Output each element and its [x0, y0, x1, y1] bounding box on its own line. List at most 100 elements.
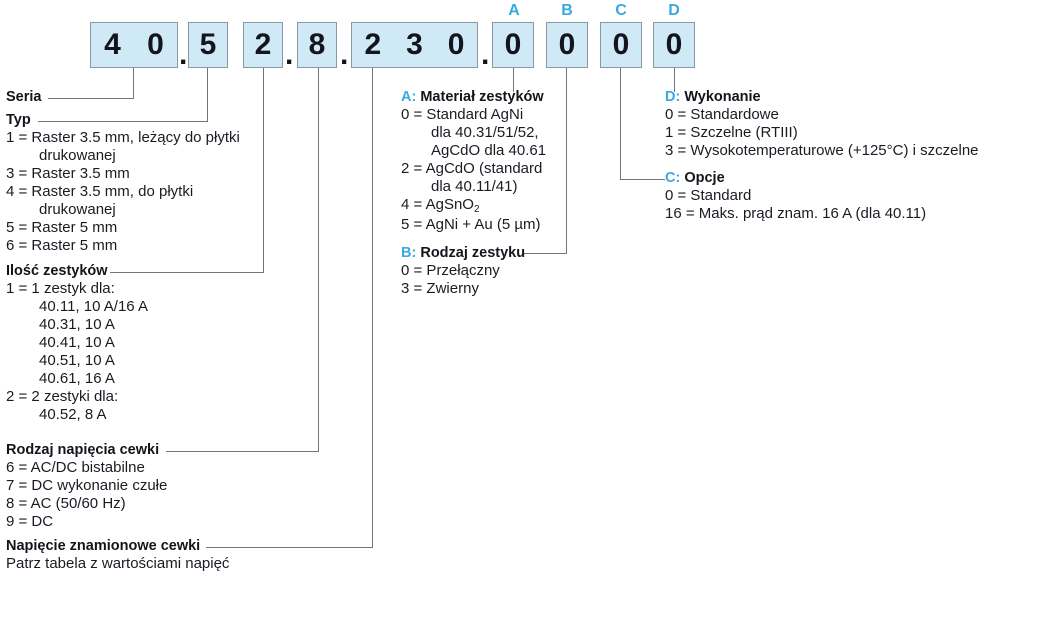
- leader-line-coil-rated-voltage: [372, 68, 373, 547]
- code-separator-dot: .: [179, 38, 188, 71]
- section-a-row: dla 40.31/51/52,: [431, 124, 539, 141]
- section-d-heading-text: Wykonanie: [684, 89, 761, 105]
- marker-label-b: B: [561, 2, 573, 19]
- section-a-row: dla 40.11/41): [431, 178, 518, 195]
- leader-line-contact-count: [263, 68, 264, 272]
- subscript-2: 2: [473, 204, 480, 215]
- code-digit: 0: [147, 28, 164, 61]
- code-box-type[interactable]: 5: [188, 22, 228, 68]
- marker-label-d: D: [668, 2, 680, 19]
- leader-line-type: [38, 121, 208, 122]
- section-contact-count-row: 40.52, 8 A: [39, 406, 107, 423]
- section-type-row: 5 = Raster 5 mm: [6, 219, 118, 236]
- section-contact-count-heading: Ilość zestyków: [6, 263, 108, 279]
- section-coil-rated-voltage: Napięcie znamionowe cewki Patrz tabela z…: [6, 538, 229, 573]
- section-a-row: AgCdO dla 40.61: [431, 142, 547, 159]
- section-contact-count-row: 40.41, 10 A: [39, 334, 115, 351]
- code-box-c[interactable]: 0: [600, 22, 642, 68]
- section-contact-count-row: 40.11, 10 A/16 A: [39, 298, 148, 315]
- section-coil-rated-voltage-heading: Napięcie znamionowe cewki: [6, 538, 201, 554]
- section-b-heading: B: Rodzaj zestyku: [401, 245, 525, 262]
- code-digit: 0: [558, 28, 576, 61]
- section-coil-voltage-kind-row: 9 = DC: [6, 513, 54, 530]
- section-b: B: Rodzaj zestyku 0 = Przełączny 3 = Zwi…: [401, 245, 525, 298]
- section-coil-voltage-kind-row: 8 = AC (50/60 Hz): [6, 495, 126, 512]
- section-a: A: Materiał zestyków 0 = Standard AgNi d…: [401, 89, 546, 234]
- section-series-heading: Seria: [6, 89, 42, 105]
- code-separator-dot: .: [340, 38, 349, 71]
- section-coil-rated-voltage-row: Patrz tabela z wartościami napięć: [6, 555, 230, 572]
- section-a-heading-text: Materiał zestyków: [420, 89, 544, 105]
- section-contact-count-row: 2 = 2 zestyki dla:: [6, 388, 119, 405]
- section-c: C: Opcje 0 = Standard 16 = Maks. prąd zn…: [665, 170, 926, 223]
- section-b-key: B:: [401, 245, 417, 261]
- code-box-d[interactable]: 0: [653, 22, 695, 68]
- leader-line-c: [620, 179, 665, 180]
- section-d-row: 3 = Wysokotemperaturowe (+125°C) i szcze…: [665, 142, 979, 159]
- code-box-coil-rated-voltage[interactable]: 2 3 0: [351, 22, 478, 68]
- code-digit: 0: [612, 28, 630, 61]
- section-d-row: 0 = Standardowe: [665, 106, 779, 123]
- section-type-row: drukowanej: [39, 147, 116, 164]
- code-digit: 2: [364, 28, 382, 61]
- code-digit: 8: [308, 28, 326, 61]
- marker-label-a: A: [508, 2, 520, 19]
- leader-line-c: [620, 68, 621, 179]
- code-digit: 5: [199, 28, 217, 61]
- leader-line-coil-voltage-kind: [318, 68, 319, 451]
- section-coil-voltage-kind-row: 7 = DC wykonanie czułe: [6, 477, 168, 494]
- section-b-row: 0 = Przełączny: [401, 262, 500, 279]
- code-box-a[interactable]: 0: [492, 22, 534, 68]
- code-digit: 0: [665, 28, 683, 61]
- code-separator-dot: .: [481, 38, 490, 71]
- section-d: D: Wykonanie 0 = Standardowe 1 = Szczeln…: [665, 89, 979, 160]
- section-contact-count: Ilość zestyków 1 = 1 zestyk dla: 40.11, …: [6, 263, 148, 424]
- section-series: Seria: [6, 89, 41, 106]
- code-digit: 0: [504, 28, 522, 61]
- section-type-heading: Typ: [6, 112, 31, 128]
- code-box-contact-count[interactable]: 2: [243, 22, 283, 68]
- code-digit: 0: [447, 28, 465, 61]
- leader-line-coil-voltage-kind: [166, 451, 319, 452]
- leader-line-type: [207, 68, 208, 121]
- section-type-row: 6 = Raster 5 mm: [6, 237, 118, 254]
- section-contact-count-row: 40.61, 16 A: [39, 370, 115, 387]
- section-c-row: 0 = Standard: [665, 187, 752, 204]
- section-coil-voltage-kind-heading: Rodzaj napięcia cewki: [6, 442, 160, 458]
- code-separator-dot: .: [285, 38, 294, 71]
- section-c-heading-text: Opcje: [684, 170, 725, 186]
- section-d-heading: D: Wykonanie: [665, 89, 979, 106]
- section-b-row: 3 = Zwierny: [401, 280, 479, 297]
- section-d-key: D:: [665, 89, 681, 105]
- section-contact-count-row: 40.31, 10 A: [39, 316, 115, 333]
- section-type-row: 4 = Raster 3.5 mm, do płytki: [6, 183, 194, 200]
- code-digit: 4: [104, 28, 121, 61]
- section-a-key: A:: [401, 89, 417, 105]
- section-a-row: 2 = AgCdO (standard: [401, 160, 543, 177]
- section-a-row: 5 = AgNi + Au (5 µm): [401, 216, 541, 233]
- section-c-key: C:: [665, 170, 681, 186]
- leader-line-series: [133, 68, 134, 98]
- code-box-coil-voltage-kind[interactable]: 8: [297, 22, 337, 68]
- section-type-row: 1 = Raster 3.5 mm, leżący do płytki: [6, 129, 240, 146]
- section-contact-count-row: 1 = 1 zestyk dla:: [6, 280, 115, 297]
- code-box-series[interactable]: 4 0: [90, 22, 178, 68]
- section-type-row: 3 = Raster 3.5 mm: [6, 165, 130, 182]
- leader-line-coil-rated-voltage: [206, 547, 373, 548]
- section-c-heading: C: Opcje: [665, 170, 926, 187]
- section-a-row: 4 = AgSnO2: [401, 196, 480, 215]
- code-box-b[interactable]: 0: [546, 22, 588, 68]
- section-a-heading: A: Materiał zestyków: [401, 89, 546, 106]
- section-type: Typ 1 = Raster 3.5 mm, leżący do płytki …: [6, 112, 240, 255]
- section-coil-voltage-kind: Rodzaj napięcia cewki 6 = AC/DC bistabil…: [6, 442, 167, 531]
- leader-line-a: [513, 68, 514, 92]
- code-digit: 3: [406, 28, 423, 61]
- leader-line-b: [524, 253, 567, 254]
- section-d-row: 1 = Szczelne (RTIII): [665, 124, 798, 141]
- leader-line-contact-count: [110, 272, 264, 273]
- leader-line-series: [48, 98, 134, 99]
- section-c-row: 16 = Maks. prąd znam. 16 A (dla 40.11): [665, 205, 927, 222]
- section-coil-voltage-kind-row: 6 = AC/DC bistabilne: [6, 459, 145, 476]
- section-b-heading-text: Rodzaj zestyku: [420, 245, 526, 261]
